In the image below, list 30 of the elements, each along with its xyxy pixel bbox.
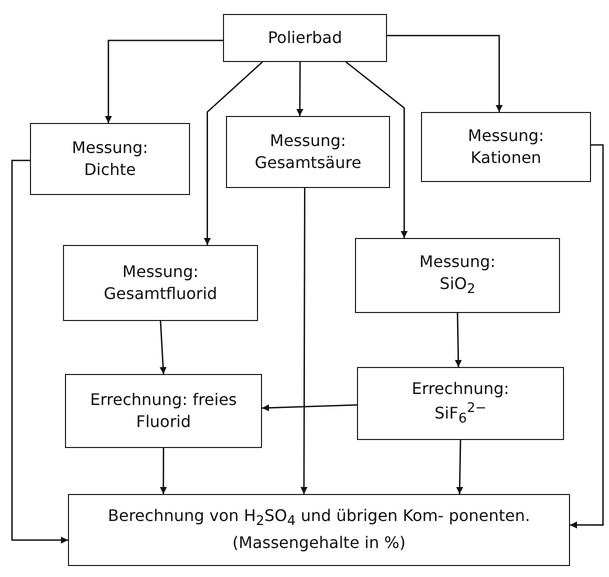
arrow: [296, 62, 304, 116]
process-box: [357, 367, 564, 440]
arrow: [300, 188, 308, 494]
arrow: [387, 34, 503, 112]
arrow: [262, 404, 358, 412]
node-text: Messung: SiO$_{2}$: [418, 250, 497, 300]
process-box: [421, 112, 591, 182]
process-box: [226, 116, 390, 188]
process-box: [30, 123, 190, 195]
node-text: Berechnung von H$_{2}$SO$_{4}$ und übrigen Kom- ponenten. (Massengehalte in %): [106, 505, 532, 554]
arrow: [160, 448, 167, 494]
arrow: [570, 144, 604, 528]
arrow: [346, 61, 408, 238]
process-box: [63, 245, 258, 321]
process-box: [65, 374, 262, 448]
arrow: [11, 160, 68, 544]
node-text: Messung: Gesamtfluorid: [102, 260, 218, 305]
node-text: Polierbad: [268, 26, 342, 49]
process-box: [355, 238, 560, 313]
arrow: [160, 320, 167, 374]
arrow: [454, 312, 462, 368]
arrow: [204, 61, 263, 245]
arrow: [456, 440, 464, 494]
node-text: Errechnung: freies Fluorid: [89, 388, 238, 433]
node-text: Messung: Dichte: [70, 136, 150, 181]
process-box: [68, 494, 570, 566]
source-box: [223, 14, 387, 62]
node-text: Messung: Gesamtsäure: [254, 130, 362, 174]
node-text: Messung: Kationen: [466, 124, 546, 169]
arrow: [104, 40, 223, 123]
